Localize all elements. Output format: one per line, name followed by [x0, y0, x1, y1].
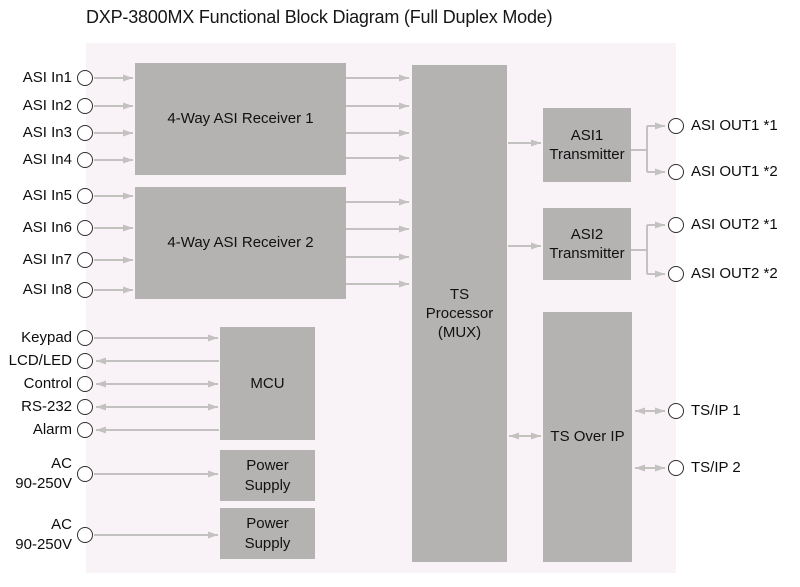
block-receiver2: 4-Way ASI Receiver 2	[135, 187, 346, 299]
block-mcu: MCU	[220, 327, 315, 440]
asi-in8-port-circle	[77, 282, 93, 298]
asi-in3-port-circle	[77, 125, 93, 141]
keypad-port-circle	[77, 330, 93, 346]
block-ts-processor: TS Processor (MUX)	[412, 65, 507, 562]
ac-power-1-port-circle	[77, 466, 93, 482]
block-asi2-transmitter: ASI2 Transmitter	[543, 208, 631, 280]
asi-out1-2-port-circle	[668, 164, 684, 180]
block-power-supply-1: Power Supply	[220, 450, 315, 501]
asi-in2-port-circle	[77, 98, 93, 114]
keypad-label: Keypad	[21, 328, 72, 346]
asi-out2-2-port-circle	[668, 266, 684, 282]
block-receiver1: 4-Way ASI Receiver 1	[135, 63, 346, 175]
asi-in3-label: ASI In3	[22, 123, 72, 141]
asi-in1-port-circle	[77, 70, 93, 86]
asi-out1-1-port-circle	[668, 118, 684, 134]
block-ts-over-ip: TS Over IP	[543, 312, 632, 562]
asi-in4-port-circle	[77, 152, 93, 168]
asi-in2-label: ASI In2	[22, 96, 72, 114]
block-asi1-transmitter: ASI1 Transmitter	[543, 108, 631, 182]
asi-in4-label: ASI In4	[22, 150, 72, 168]
lcd-led-port-circle	[77, 353, 93, 369]
ts-ip-2-port-circle	[668, 460, 684, 476]
lcd-led-label: LCD/LED	[8, 351, 72, 369]
asi-out1-1-label: ASI OUT1 *1	[691, 116, 778, 134]
ts-ip-1-port-circle	[668, 403, 684, 419]
ts-ip-1-label: TS/IP 1	[691, 401, 741, 419]
asi-out2-1-label: ASI OUT2 *1	[691, 215, 778, 233]
control-port-circle	[77, 376, 93, 392]
rs-232-port-circle	[77, 399, 93, 415]
asi-out1-2-label: ASI OUT1 *2	[691, 162, 778, 180]
asi-in6-port-circle	[77, 220, 93, 236]
ts-ip-2-label: TS/IP 2	[691, 458, 741, 476]
ac-power-1-label: AC 90-250V	[15, 454, 72, 492]
asi-in5-port-circle	[77, 188, 93, 204]
asi-in5-label: ASI In5	[22, 186, 72, 204]
ac-power-2-port-circle	[77, 527, 93, 543]
alarm-port-circle	[77, 422, 93, 438]
alarm-label: Alarm	[32, 420, 72, 438]
page-title: DXP-3800MX Functional Block Diagram (Ful…	[86, 7, 553, 27]
block-power-supply-2: Power Supply	[220, 508, 315, 559]
asi-in1-label: ASI In1	[22, 68, 72, 86]
asi-out2-2-label: ASI OUT2 *2	[691, 264, 778, 282]
ac-power-2-label: AC 90-250V	[15, 515, 72, 553]
rs-232-label: RS-232	[21, 397, 72, 415]
asi-in6-label: ASI In6	[22, 218, 72, 236]
asi-in8-label: ASI In8	[22, 280, 72, 298]
asi-in7-port-circle	[77, 252, 93, 268]
control-label: Control	[23, 374, 72, 392]
asi-in7-label: ASI In7	[22, 250, 72, 268]
asi-out2-1-port-circle	[668, 217, 684, 233]
